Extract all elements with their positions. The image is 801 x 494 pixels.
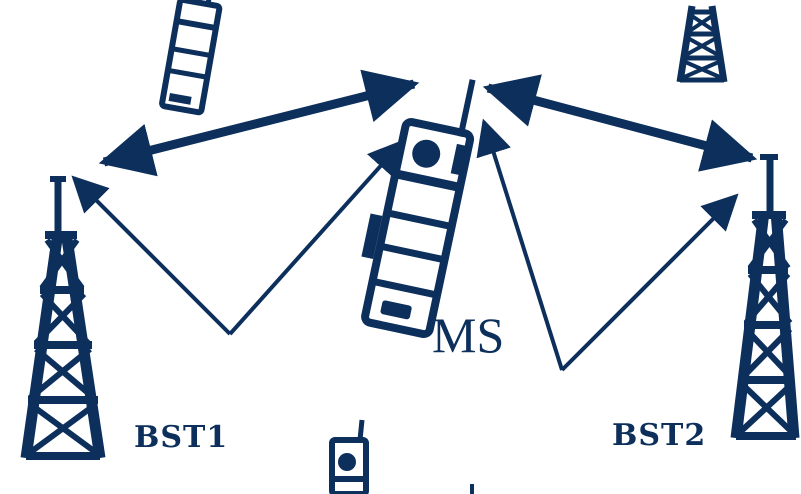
reflected-path-bst1-leg2-arrow [228, 139, 405, 336]
ms-label: MS [432, 307, 505, 363]
phone-icon-bottom [329, 419, 369, 494]
reflected-path-bst2-leg1-arrow [476, 118, 564, 371]
direct-path-bst2-arrow [482, 74, 758, 172]
bst1-label: BST1 [134, 420, 229, 455]
bst2-label: BST2 [612, 418, 707, 453]
direct-path-bst1-arrow [98, 69, 420, 177]
reflected-path-bst1-leg1-arrow [71, 175, 232, 336]
phone-icon-top-left [159, 0, 223, 116]
reflected-path-bst2-leg2-arrow [560, 193, 739, 372]
ms-phone-icon [361, 79, 476, 339]
distant-tower-icon [676, 5, 728, 83]
bst2-tower-icon [730, 154, 800, 440]
bst1-tower-icon [20, 176, 106, 460]
